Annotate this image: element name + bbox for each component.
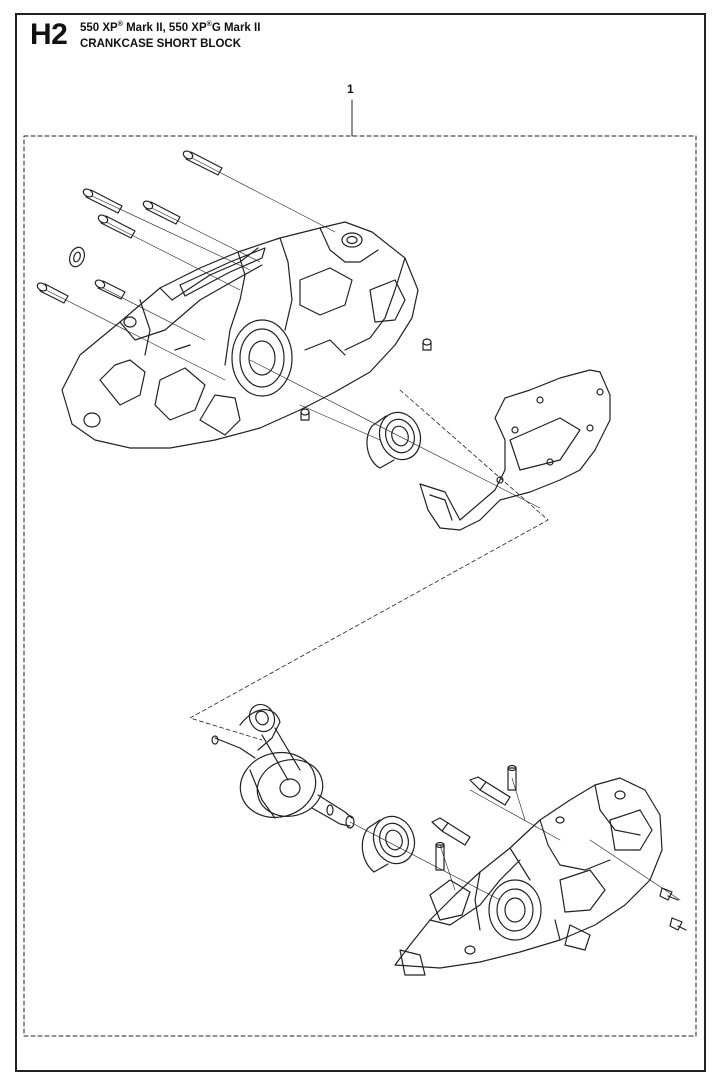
screw-icon[interactable]	[142, 199, 181, 225]
crankshaft-icon[interactable]	[211, 700, 355, 829]
bearing-icon[interactable]	[366, 407, 427, 469]
gasket-icon[interactable]	[419, 369, 611, 531]
model-list: 550 XP® Mark II, 550 XP®G Mark II	[80, 21, 261, 36]
section-title: CRANKCASE SHORT BLOCK	[80, 38, 241, 50]
explosion-line	[189, 389, 549, 741]
screw-icon[interactable]	[94, 278, 126, 300]
screw-icon[interactable]	[182, 149, 223, 176]
model-name: 550 XP	[80, 22, 118, 34]
model-name: Mark II, 550 XP	[122, 22, 207, 34]
registered-mark: ®	[206, 21, 212, 28]
washer-icon[interactable]	[67, 245, 87, 269]
screw-icon[interactable]	[36, 281, 69, 304]
explosion-line	[349, 777, 681, 901]
dowel-pin-icon[interactable]	[507, 764, 517, 791]
registered-mark: ®	[117, 21, 123, 28]
crankcase-lower-half[interactable]	[394, 777, 663, 976]
screw-icon[interactable]	[97, 213, 136, 239]
dowel-pin-icon[interactable]	[422, 338, 432, 351]
screw-icon[interactable]	[431, 817, 471, 846]
screw-icon[interactable]	[82, 187, 123, 214]
page-border	[15, 13, 706, 1072]
screw-icon[interactable]	[659, 887, 679, 901]
crankcase-upper-half[interactable]	[61, 221, 419, 449]
dowel-pin-icon[interactable]	[300, 408, 310, 421]
screw-icon[interactable]	[469, 776, 511, 806]
callout-label[interactable]: 1	[347, 82, 354, 96]
screw-icon[interactable]	[669, 917, 687, 931]
bearing-icon[interactable]	[361, 811, 421, 873]
dowel-pin-icon[interactable]	[435, 841, 445, 871]
page-code: H2	[30, 18, 68, 51]
assembly-group-outline	[23, 99, 697, 1037]
model-name: G Mark II	[211, 22, 261, 34]
